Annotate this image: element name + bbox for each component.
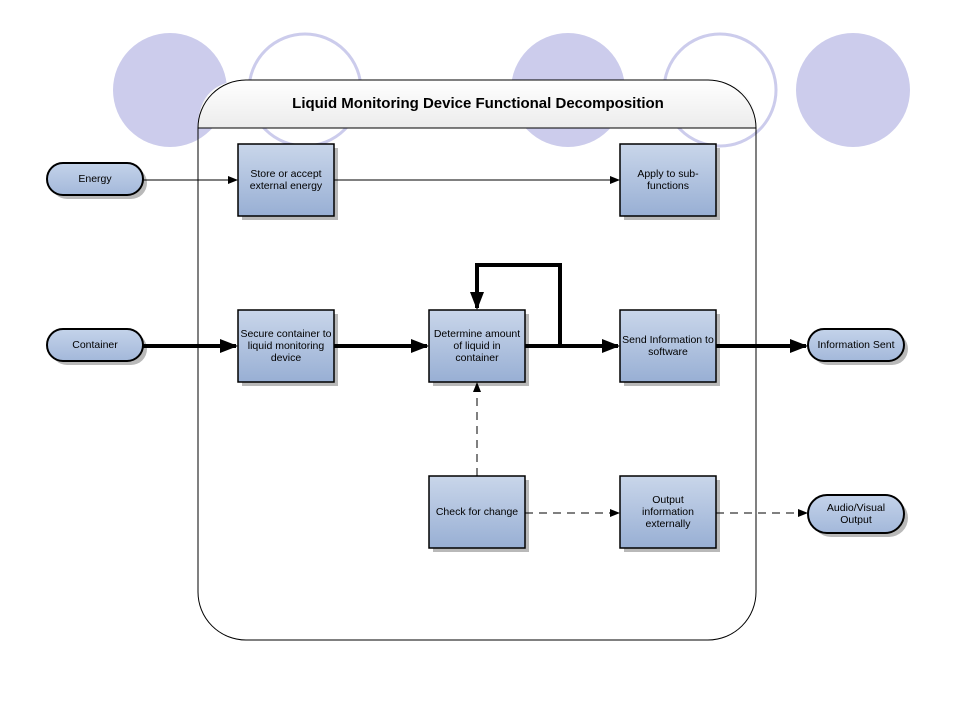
- box-determine-amount: [428, 309, 526, 383]
- terminal-energy: [46, 162, 144, 196]
- terminal-audio-visual: [807, 494, 905, 534]
- terminal-container: [46, 328, 144, 362]
- arrow-feedback-loop: [470, 263, 562, 346]
- box-check-change: [428, 475, 526, 549]
- box-secure-container: [237, 309, 335, 383]
- diagram-title: Liquid Monitoring Device Functional Deco…: [292, 94, 664, 112]
- decor-circle-3: [796, 33, 910, 147]
- terminal-information-sent: [807, 328, 905, 362]
- container-header: [198, 80, 756, 128]
- box-apply-subfunctions: [619, 143, 717, 217]
- box-output-external: [619, 475, 717, 549]
- box-send-information: [619, 309, 717, 383]
- box-store-energy: [237, 143, 335, 217]
- diagram-container: [197, 79, 757, 641]
